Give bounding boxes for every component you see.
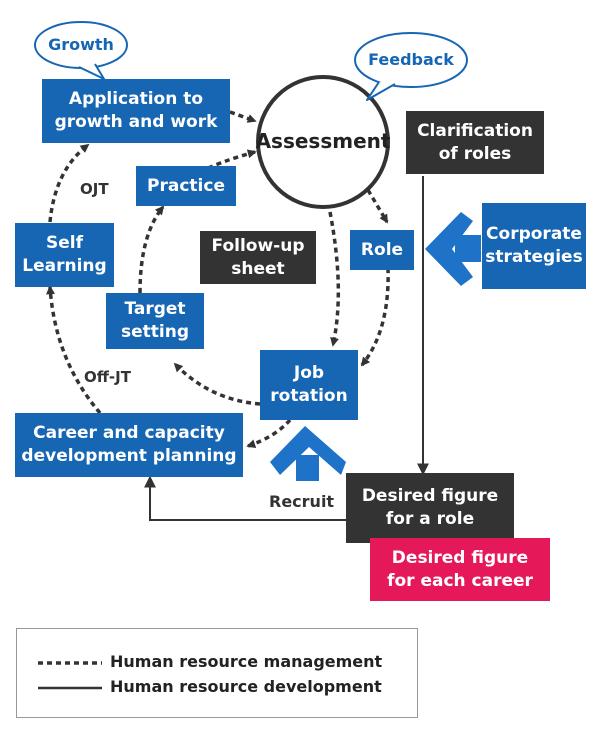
clarification-box: Clarification of roles	[406, 111, 544, 174]
arrow-target-to-practice	[138, 205, 165, 294]
growth-label: Growth	[48, 35, 114, 54]
arrow-jobrotation-to-career	[246, 418, 292, 448]
arrow-role-to-jobrotation	[360, 267, 390, 367]
job-rotation-box: Job rotation	[260, 350, 358, 420]
corporate-arrow-icon	[425, 212, 481, 286]
desired-role-box: Desired figure for a role	[346, 473, 514, 543]
arrow-assessment-to-role	[366, 189, 389, 224]
application-box: Application to growth and work	[42, 79, 230, 143]
feedback-label: Feedback	[368, 50, 454, 69]
arrow-career-to-selflearning	[46, 285, 102, 415]
assessment-label: Assessment	[255, 129, 391, 153]
legend-solid-label: Human resource development	[110, 677, 382, 696]
growth-bubble	[34, 21, 128, 80]
arrow-assessment-to-jobrotation	[328, 211, 341, 347]
role-box: Role	[350, 230, 414, 270]
assessment-circle	[256, 75, 390, 209]
self-learning-box: Self Learning	[15, 223, 114, 287]
career-planning-box: Career and capacity development planning	[15, 413, 243, 477]
target-setting-box: Target setting	[106, 293, 204, 349]
legend-dotted-label: Human resource management	[110, 652, 383, 671]
desired-career-box: Desired figure for each career	[370, 538, 550, 601]
follow-up-sheet-box: Follow-up sheet	[200, 231, 316, 284]
legend	[16, 628, 418, 718]
corporate-strategies-box: Corporate strategies	[482, 203, 586, 289]
feedback-bubble	[354, 32, 468, 101]
arrow-jobrotation-to-target	[173, 362, 261, 406]
off-jt-label: Off-JT	[84, 368, 131, 386]
ojt-label: OJT	[80, 180, 109, 198]
arrow-desiredrole-to-career	[144, 475, 346, 521]
recruit-label: Recruit	[269, 492, 335, 511]
arrow-selflearning-to-application	[48, 143, 90, 223]
practice-box: Practice	[136, 166, 236, 206]
recruit-arrow-icon	[270, 426, 346, 481]
arrow-application-to-assessment	[229, 110, 257, 123]
